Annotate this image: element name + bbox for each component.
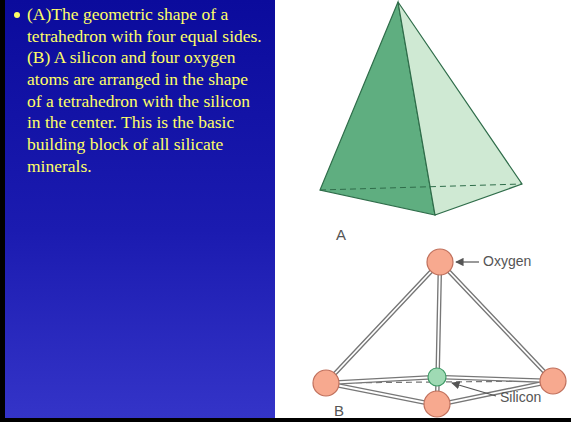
silicon-atom — [428, 368, 446, 386]
frame-strip — [0, 418, 571, 422]
part-label: Oxygen — [483, 253, 531, 269]
green-tetrahedron — [320, 2, 522, 215]
figure-letter: A — [336, 226, 346, 243]
figure-letter: B — [334, 402, 344, 419]
leader-line — [456, 261, 479, 262]
text-panel: (A)The geometric shape of a tetrahedron … — [5, 0, 275, 418]
bullet-text: (A)The geometric shape of a tetrahedron … — [27, 4, 267, 178]
leader-line — [452, 383, 496, 396]
oxygen-atom — [313, 249, 566, 417]
silicate-tetrahedron — [313, 249, 566, 417]
bullet-dot — [14, 12, 20, 18]
part-label: Silicon — [500, 389, 541, 405]
